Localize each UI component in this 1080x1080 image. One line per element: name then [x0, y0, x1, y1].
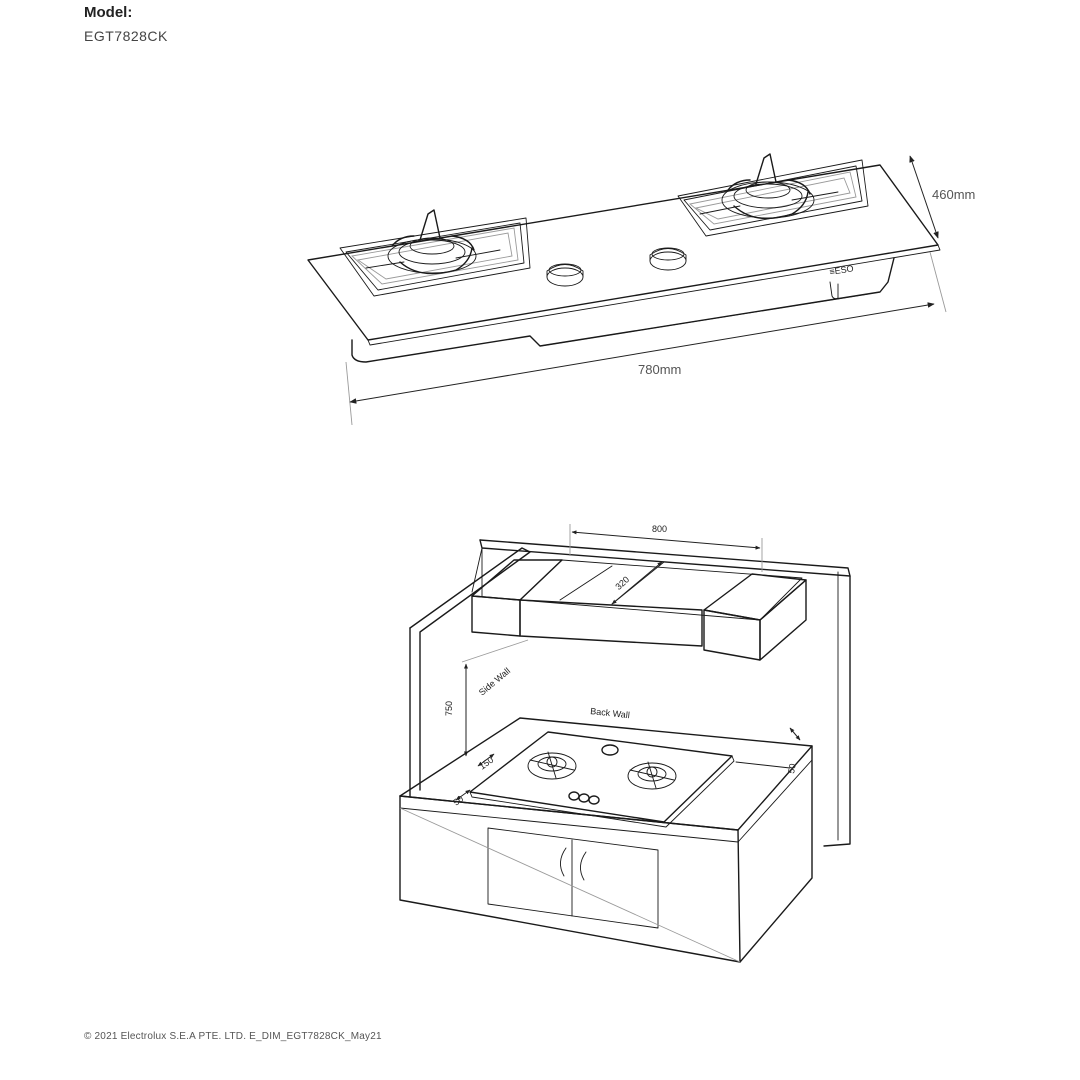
- installation-illustration: 800 320 750 Side Wall Back Wall: [399, 524, 851, 963]
- hob-glass-top: [307, 164, 939, 341]
- control-knob-right: [649, 247, 687, 271]
- hood-width-label: 800: [652, 524, 667, 534]
- model-number: EGT7828CK: [84, 28, 168, 44]
- front-clearance-label: 50: [451, 794, 465, 808]
- model-label: Model:: [84, 4, 133, 21]
- side-wall-label: Side Wall: [477, 666, 512, 698]
- hood-depth-label: 320: [613, 574, 631, 591]
- installed-hob: [469, 731, 735, 828]
- height-label: 750: [444, 701, 454, 716]
- svg-text:≡ESO: ≡ESO: [829, 263, 855, 277]
- depth-dimension-line: [909, 155, 939, 239]
- back-wall-label: Back Wall: [590, 706, 631, 720]
- side-clearance-label: 150: [477, 755, 495, 772]
- back-clearance-label: 50: [786, 763, 798, 775]
- width-dimension-line: [349, 302, 935, 404]
- range-hood: [471, 559, 807, 661]
- right-burner-icon: [677, 153, 869, 237]
- hood-depth-dimension: [611, 561, 663, 605]
- cabinet-doors: [399, 807, 741, 963]
- control-knob-left: [546, 263, 584, 287]
- width-label: 780mm: [638, 362, 681, 377]
- copyright-footer: © 2021 Electrolux S.E.A PTE. LTD. E_DIM_…: [84, 1031, 382, 1042]
- hood-width-dimension: [571, 530, 761, 550]
- hob-illustration: ≡ESO: [307, 153, 975, 426]
- left-burner-icon: [339, 209, 531, 297]
- depth-label: 460mm: [932, 187, 975, 202]
